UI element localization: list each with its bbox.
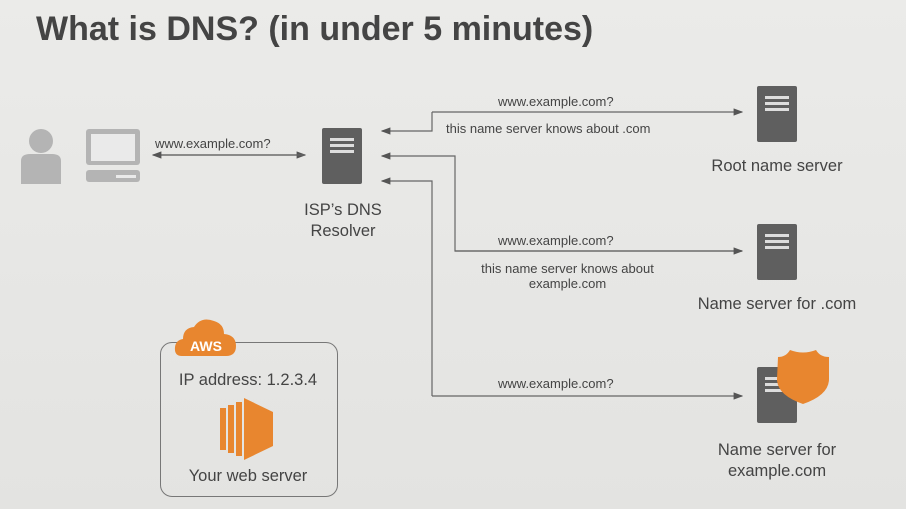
root-response-arrow	[380, 112, 433, 135]
com-query-label: www.example.com?	[498, 233, 614, 248]
aws-cloud-icon: AWS	[174, 319, 236, 356]
root-response-label: this name server knows about .com	[446, 121, 651, 136]
root-query-label: www.example.com?	[498, 94, 614, 109]
com-server-label: Name server for .com	[697, 295, 857, 313]
ec2-instance-icon	[220, 398, 273, 460]
ip-address-label: IP address: 1.2.3.4	[178, 371, 318, 389]
root-server-label: Root name server	[711, 157, 843, 175]
aws-web-server-box	[160, 342, 338, 497]
resolver-server-icon	[322, 128, 362, 184]
resolver-label: ISP’s DNS Resolver	[304, 201, 382, 240]
aws-badge: AWS	[190, 338, 222, 354]
auth-query-label: www.example.com?	[498, 376, 614, 391]
auth-return-arrow	[380, 177, 433, 396]
root-server-icon	[757, 86, 797, 142]
client-query-label: www.example.com?	[155, 136, 271, 151]
slide-title: What is DNS? (in under 5 minutes)	[36, 10, 594, 48]
com-server-icon	[757, 224, 797, 280]
shield-icon	[777, 350, 829, 404]
computer-icon	[86, 129, 140, 182]
web-server-label: Your web server	[188, 467, 308, 485]
user-icon	[21, 129, 140, 184]
